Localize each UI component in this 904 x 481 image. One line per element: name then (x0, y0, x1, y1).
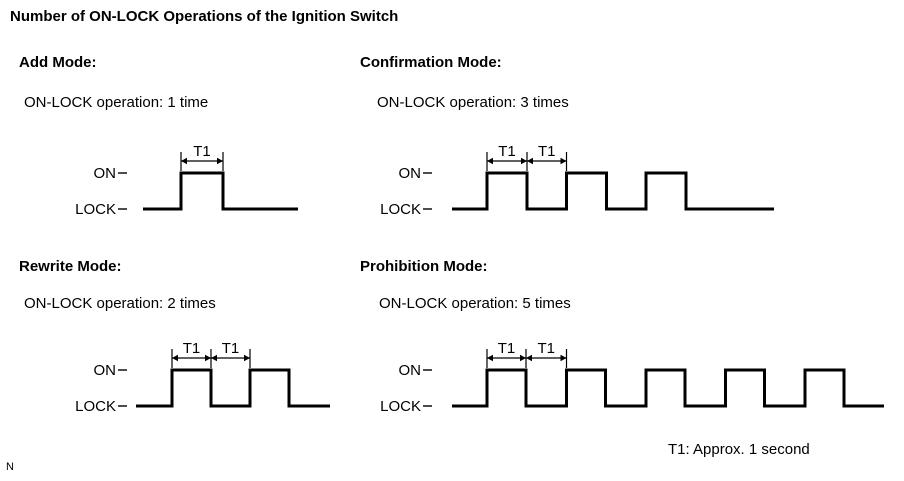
t1-label-prohibition-2: T1 (537, 340, 555, 357)
t1-arrow-right-prohibition-1 (520, 354, 526, 362)
t1-arrow-left-add-1 (181, 157, 187, 165)
t1-note: T1: Approx. 1 second (668, 441, 810, 458)
t1-label-prohibition-1: T1 (498, 340, 516, 357)
t1-arrow-right-confirmation-2 (560, 157, 567, 165)
t1-arrow-left-rewrite-1 (172, 354, 178, 362)
lock-label-prohibition: LOCK (380, 398, 421, 415)
corner-mark: N (6, 461, 14, 473)
t1-arrow-left-confirmation-2 (527, 157, 533, 165)
t1-label-confirmation-1: T1 (498, 143, 516, 160)
page-title: Number of ON-LOCK Operations of the Igni… (10, 8, 399, 25)
on-label-add: ON (94, 165, 117, 182)
mode-title-confirmation: Confirmation Mode: (360, 54, 502, 71)
signal-waveform-prohibition (452, 368, 884, 408)
t1-arrow-left-rewrite-2 (211, 354, 217, 362)
on-label-rewrite: ON (94, 362, 117, 379)
operation-count-prohibition: ON-LOCK operation: 5 times (379, 295, 571, 312)
signal-waveform-rewrite (136, 368, 330, 408)
on-label-prohibition: ON (399, 362, 422, 379)
mode-title-add: Add Mode: (19, 54, 97, 71)
signal-waveform-add (143, 171, 298, 211)
mode-title-prohibition: Prohibition Mode: (360, 258, 488, 275)
t1-arrow-right-prohibition-2 (560, 354, 567, 362)
lock-label-confirmation: LOCK (380, 201, 421, 218)
t1-arrow-left-prohibition-1 (487, 354, 493, 362)
operation-count-add: ON-LOCK operation: 1 time (24, 94, 209, 111)
t1-label-add-1: T1 (193, 143, 211, 160)
t1-arrow-right-confirmation-1 (521, 157, 527, 165)
t1-label-rewrite-1: T1 (183, 340, 201, 357)
lock-label-add: LOCK (75, 201, 116, 218)
operation-count-rewrite: ON-LOCK operation: 2 times (24, 295, 216, 312)
lock-label-rewrite: LOCK (75, 398, 116, 415)
t1-label-confirmation-2: T1 (538, 143, 556, 160)
operation-count-confirmation: ON-LOCK operation: 3 times (377, 94, 569, 111)
t1-arrow-right-rewrite-1 (205, 354, 211, 362)
t1-arrow-right-add-1 (217, 157, 223, 165)
on-label-confirmation: ON (399, 165, 422, 182)
t1-arrow-left-prohibition-2 (526, 354, 532, 362)
signal-waveform-confirmation (452, 171, 774, 211)
t1-arrow-left-confirmation-1 (487, 157, 493, 165)
t1-label-rewrite-2: T1 (222, 340, 240, 357)
t1-arrow-right-rewrite-2 (244, 354, 250, 362)
mode-title-rewrite: Rewrite Mode: (19, 258, 122, 275)
